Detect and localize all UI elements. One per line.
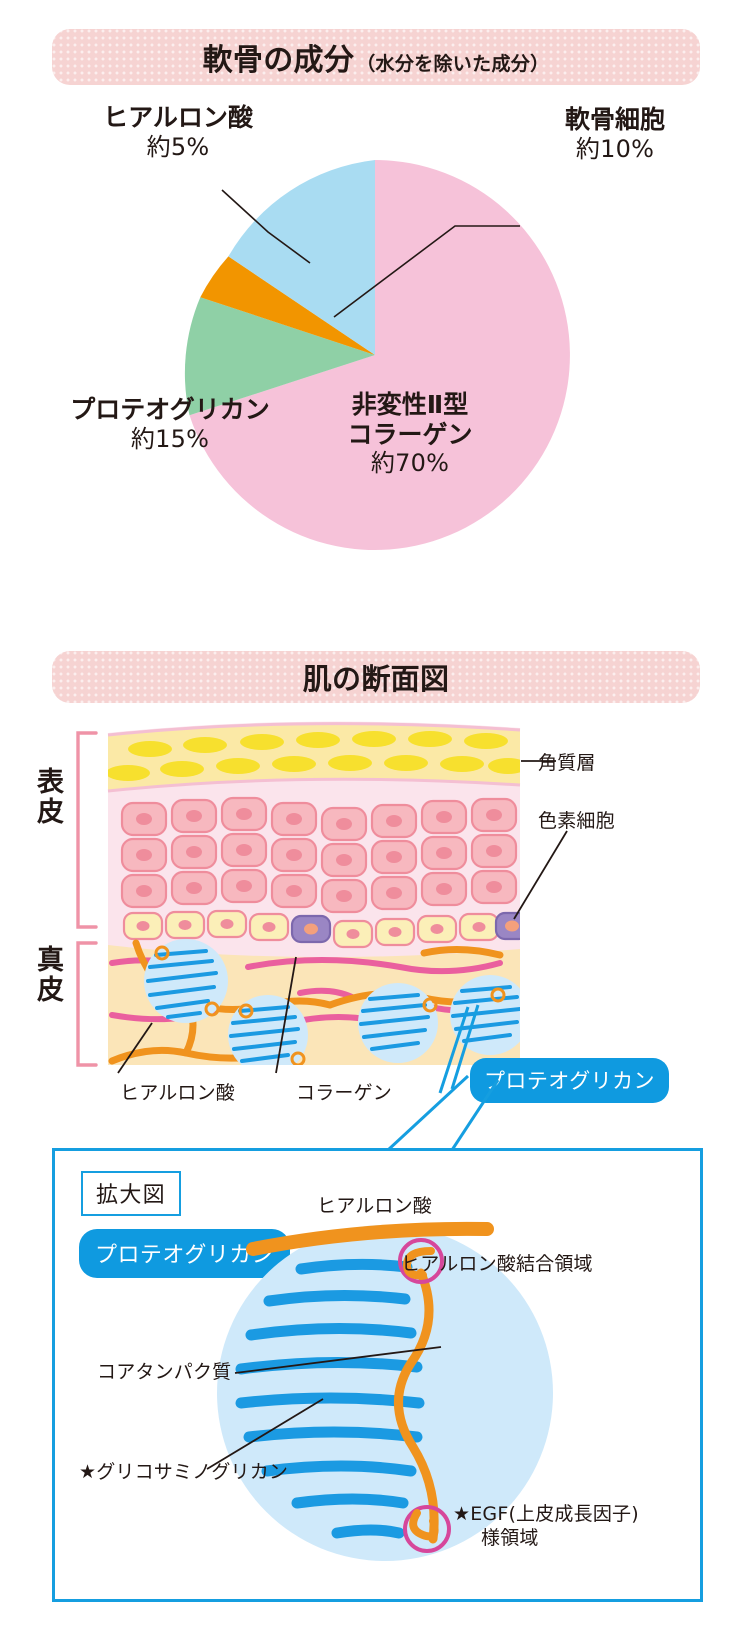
proteoglycan-units [144,939,520,1065]
pie-label-name: ヒアルロン酸 [103,103,253,132]
epidermis-cells [120,796,518,914]
pie-label-name-line1: 非変性Ⅱ型 [351,390,469,419]
enlarged-view-box: 拡大図 プロテオグリカン [52,1148,703,1602]
banner-title-main: 軟骨の成分 [202,43,355,78]
pie-label-chondrocyte: 軟骨細胞 約10% [500,105,730,163]
pie-label-collagen: 非変性Ⅱ型 コラーゲン 約70% [285,390,535,477]
leader-line-chondrocyte [333,225,520,318]
label-hyaluronic-acid-enlarged: ヒアルロン酸 [317,1195,432,1217]
callout-melanocyte: 色素細胞 [538,810,615,832]
pie-slice-hyaluronic-acid [200,256,375,355]
core-protein-backbone [394,1268,439,1544]
corneum-cells [108,731,520,781]
enlarged-view-svg [206,1221,553,1561]
pie-slice-collagen [189,160,570,550]
corneum-boundary-line [107,777,521,793]
hyaluronic-acid-chain [246,1221,494,1256]
pie-label-name: プロテオグリカン [70,395,270,424]
section-title-banner-skin: 肌の断面図 [52,651,700,703]
layer-label-epidermis: 表皮 [32,767,63,828]
pie-label-name-line2: コラーゲン [347,419,473,449]
callout-hyaluronic-acid: ヒアルロン酸 [120,1082,235,1104]
layer-label-dermis: 真皮 [32,945,63,1006]
skin-surface-line [107,722,521,737]
banner-title-main: 肌の断面図 [302,662,450,696]
pie-label-value: 約15% [130,424,210,453]
bracket-dermis [76,941,98,1067]
leader-line-hyaluronic-acid [221,189,311,264]
basal-cell-layer [122,909,520,949]
label-glycosaminoglycan: ★グリコサミノグリカン [79,1461,289,1483]
skin-cross-section-diagram: 表皮 真皮 [0,705,750,1125]
dermis-contents [108,939,520,1065]
pie-chart: ヒアルロン酸 約5% プロテオグリカン 約15% 軟骨細胞 約10% 非変性Ⅱ型… [0,95,750,585]
skin-leader-lines [117,760,568,1074]
enlarged-view-title: 拡大図 [81,1171,181,1216]
badge-proteoglycan: プロテオグリカン [470,1058,669,1103]
binding-loops [154,945,506,1065]
skin-diagram-svg [76,721,568,1094]
label-ha-binding-region: ヒアルロン酸結合領域 [401,1253,593,1275]
ha-binding-region-marker [398,1238,444,1284]
section-title-banner-cartilage: 軟骨の成分 （水分を除いた成分） [52,29,700,85]
bracket-epidermis [76,731,98,929]
label-core-protein: コアタンパク質 [97,1361,232,1383]
pie-label-value: 約10% [575,134,655,163]
pie-chart-svg [184,160,570,550]
label-egf-line1: ★EGF(上皮成長因子) [453,1503,639,1525]
enlarged-leader-lines [206,1346,442,1470]
callout-stratum-corneum: 角質層 [538,752,596,774]
label-egf-line2: 様領域 [481,1526,539,1549]
pie-slice-proteoglycan [184,297,375,416]
melanocyte-cell-2 [494,911,520,941]
callout-collagen: コラーゲン [296,1082,392,1104]
pie-label-value: 約70% [370,449,450,477]
pie-label-name: 軟骨細胞 [564,105,665,134]
pie-label-value: 約5% [146,132,210,161]
melanocyte-cell [290,914,332,944]
banner-title-sub: （水分を除いた成分） [356,53,550,75]
pie-label-hyaluronic-acid: ヒアルロン酸 約5% [48,103,308,161]
proteoglycan-body [217,1225,553,1561]
epidermis-group [107,721,521,958]
egf-region-marker [403,1505,451,1553]
label-egf-region: ★EGF(上皮成長因子) 様領域 [453,1503,683,1551]
pie-label-proteoglycan: プロテオグリカン 約15% [20,395,320,453]
